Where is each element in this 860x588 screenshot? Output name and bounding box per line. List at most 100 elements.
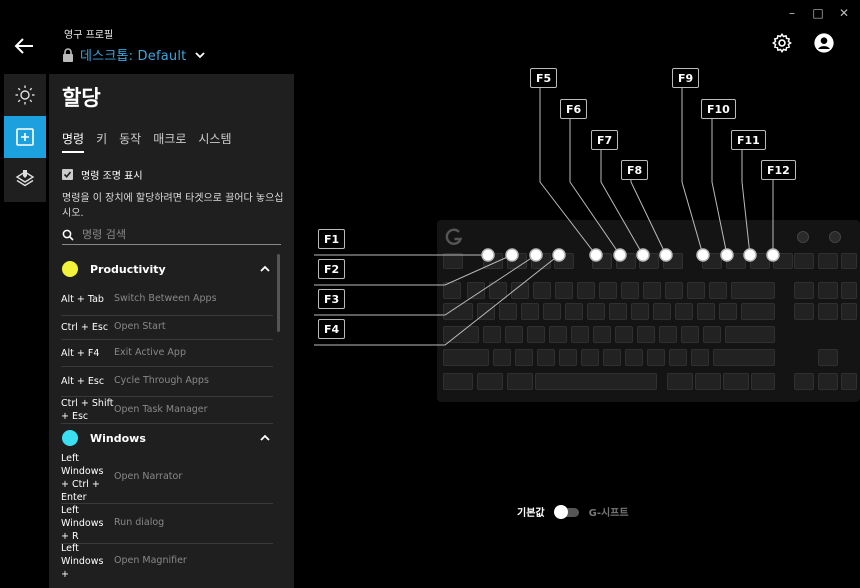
toggle-thumb: [553, 504, 568, 519]
gshift-toggle[interactable]: [553, 504, 580, 519]
keyboard-key: [537, 349, 555, 366]
gshift-toggle-row: 기본값 G-시프트: [517, 504, 629, 519]
help-text: 명령을 이 장치에 할당하려면 타겟으로 끌어다 놓으십시오.: [62, 193, 284, 219]
tab-keys[interactable]: 키: [96, 132, 108, 146]
gear-icon[interactable]: [771, 32, 793, 54]
close-button[interactable]: ✕: [838, 6, 850, 20]
keyboard-key: [750, 253, 770, 269]
rail-assign[interactable]: [4, 116, 46, 158]
group-header-productivity[interactable]: Productivity: [49, 255, 294, 283]
keyboard-key: [549, 326, 567, 343]
command-shortcut: Alt + Esc: [61, 376, 105, 387]
keyboard-key: [543, 303, 561, 320]
keyboard-key: [581, 349, 599, 366]
group-header-windows[interactable]: Windows: [49, 424, 294, 452]
command-description: Run dialog: [114, 517, 165, 529]
keyboard-key: [443, 303, 473, 320]
panel-title: 할당: [62, 86, 101, 110]
command-search[interactable]: [62, 225, 281, 245]
callout-f2[interactable]: F2: [318, 259, 346, 279]
command-item[interactable]: Alt + F4 Exit Active App: [61, 340, 273, 367]
minimize-button[interactable]: –: [789, 6, 795, 20]
search-icon: [62, 229, 74, 241]
keyboard-key: [603, 349, 621, 366]
keyboard-key: [467, 282, 485, 299]
keyboard-key: [621, 282, 639, 299]
callout-f4[interactable]: F4: [318, 319, 346, 339]
keyboard-key: [667, 373, 693, 390]
keyboard-key: [713, 349, 775, 366]
group-color-dot: [62, 430, 78, 446]
command-item[interactable]: Ctrl + Esc Open Start: [61, 316, 273, 340]
show-lighting-checkbox[interactable]: [62, 169, 73, 180]
profile-selector[interactable]: 데스크톱: Default: [62, 45, 206, 64]
user-icon[interactable]: [813, 32, 835, 54]
logitech-g-logo-icon: [445, 228, 463, 245]
command-description: Exit Active App: [114, 346, 186, 358]
command-item[interactable]: Alt + Esc Cycle Through Apps: [61, 367, 273, 397]
show-lighting-option[interactable]: 명령 조명 표시: [62, 167, 143, 182]
command-item[interactable]: Left Windows + R Run dialog: [61, 504, 273, 544]
tab-system[interactable]: 시스템: [198, 132, 232, 146]
command-item[interactable]: Left Windows + Open Magnifier: [61, 542, 273, 580]
callout-f1[interactable]: F1: [318, 229, 346, 249]
toggle-track: [557, 507, 579, 517]
maximize-button[interactable]: □: [812, 6, 824, 20]
callout-f3[interactable]: F3: [318, 289, 346, 309]
keyboard-key: [443, 253, 463, 269]
chevron-down-icon: [195, 51, 206, 58]
tab-commands[interactable]: 명령: [62, 130, 85, 153]
callout-f12[interactable]: F12: [761, 160, 796, 180]
command-item[interactable]: Ctrl + Shift + Esc Open Task Manager: [61, 397, 273, 424]
keyboard-key: [697, 303, 715, 320]
keyboard-key: [669, 349, 687, 366]
left-rail: [4, 74, 46, 202]
search-input[interactable]: [82, 228, 272, 241]
command-shortcut: Alt + F4: [61, 347, 100, 359]
keyboard-key: [505, 326, 523, 343]
keyboard-key: [687, 282, 705, 299]
keyboard-key: [592, 253, 612, 269]
command-shortcut: Ctrl + Esc: [61, 322, 109, 333]
keyboard-key: [794, 303, 814, 320]
keyboard-key: [653, 303, 671, 320]
keyboard-key: [493, 349, 511, 366]
keyboard-key: [555, 282, 573, 299]
command-item[interactable]: Left Windows + Ctrl + Enter Open Narrato…: [61, 452, 273, 504]
callout-f6[interactable]: F6: [560, 99, 588, 119]
command-shortcut: Left Windows +: [61, 542, 104, 580]
chevron-up-icon[interactable]: [260, 264, 270, 274]
callout-f7[interactable]: F7: [591, 130, 619, 150]
keyboard-key: [571, 326, 589, 343]
keyboard-key: [443, 326, 479, 343]
keyboard-key: [533, 282, 551, 299]
callout-f10[interactable]: F10: [701, 99, 736, 119]
gshift-mode-label: G-시프트: [588, 508, 629, 519]
chevron-up-icon[interactable]: [260, 433, 270, 443]
keyboard-key: [616, 253, 636, 269]
callout-f8[interactable]: F8: [621, 160, 649, 180]
callout-f9[interactable]: F9: [672, 68, 700, 88]
tab-actions[interactable]: 동작: [119, 132, 142, 146]
command-description: Open Narrator: [114, 471, 183, 483]
assign-panel: 할당 명령 키 동작 매크로 시스템 명령 조명 표시 명령을 이 장치에 할당…: [49, 74, 294, 588]
group-color-dot: [62, 261, 78, 277]
keyboard-key: [773, 253, 793, 269]
callout-f11[interactable]: F11: [731, 130, 766, 150]
default-mode-label: 기본값: [517, 508, 545, 519]
arrow-left-icon[interactable]: [13, 36, 35, 56]
keyboard-key: [609, 303, 627, 320]
profile-name: 데스크톱: Default: [80, 49, 187, 64]
plus-box-icon: [16, 128, 34, 146]
callout-f5[interactable]: F5: [530, 68, 558, 88]
list-scrollbar[interactable]: [277, 254, 280, 332]
tab-macros[interactable]: 매크로: [153, 132, 187, 146]
keyboard-key: [483, 253, 503, 269]
command-item[interactable]: Alt + Tab Switch Between Apps: [61, 283, 273, 316]
keyboard-key: [709, 282, 727, 299]
keyboard-key: [527, 326, 545, 343]
lock-icon: [63, 47, 73, 62]
rail-game-mode[interactable]: [4, 158, 46, 200]
keyboard-key: [841, 373, 857, 390]
rail-lighting[interactable]: [4, 74, 46, 116]
